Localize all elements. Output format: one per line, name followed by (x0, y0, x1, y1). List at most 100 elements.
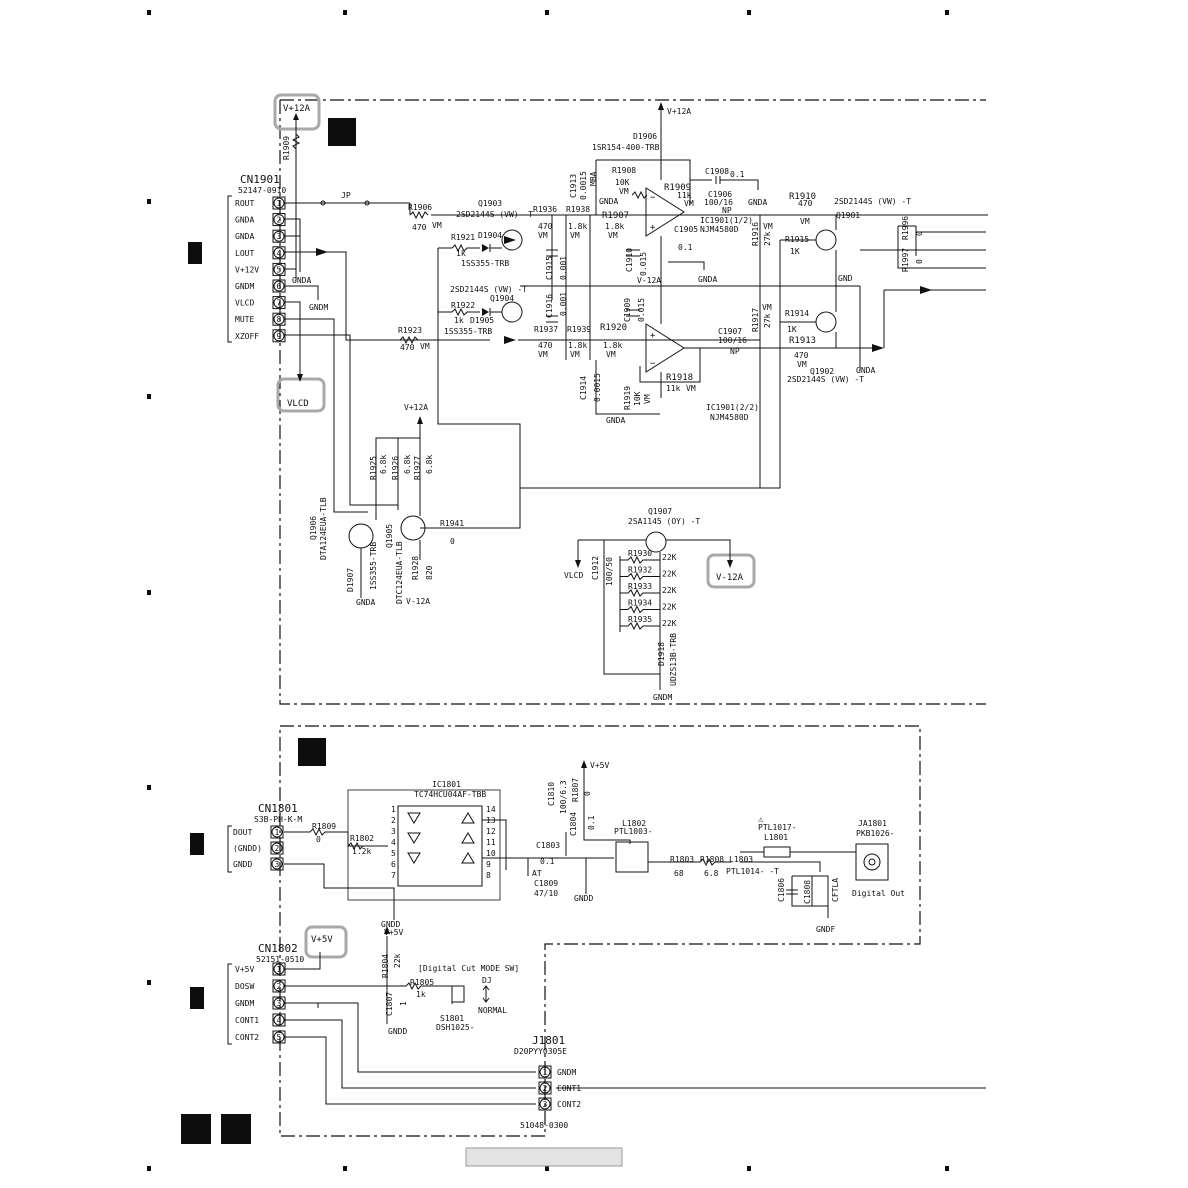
q1903-type: 2SD2144S (VW) -T (456, 210, 533, 219)
vlcd-q1907-arrow (575, 560, 581, 568)
cn1801-pin-label: DOUT (233, 828, 252, 837)
bottom-section-border (279, 725, 921, 1137)
opamp-top-plus: + (650, 223, 656, 233)
d1918-label: D1918 (657, 642, 666, 666)
cn1802-pin-label: DOSW (235, 982, 254, 991)
c1914-label: C1914 (579, 376, 588, 400)
q1905-type: DTC124EUA-TLB (395, 541, 404, 604)
cn1901-pin-label: V+12V (235, 265, 259, 274)
xzoff-wire (284, 334, 398, 506)
r1925-label: R1925 (369, 456, 378, 480)
v-12a-mute-label: V-12A (406, 597, 430, 606)
q1904-symbol (501, 301, 523, 323)
r1923-zigzag (399, 335, 419, 345)
v5-sw-arrow (384, 926, 390, 934)
ic1801-pin-number: 9 (486, 860, 491, 869)
output-stage-wires (520, 215, 872, 489)
vm-label-2: VM (420, 342, 430, 351)
r1917-label: R1917 (751, 308, 760, 332)
cn1901-pin-number: 3 (277, 232, 282, 241)
q1907-string-wires (603, 540, 661, 690)
ja1801-label: JA1801 (858, 819, 887, 828)
c1809-label: C1809 (534, 879, 558, 888)
r1906-zigzag (409, 210, 429, 220)
registration-marks (147, 10, 949, 1171)
vlcd-q1907-label: VLCD (564, 571, 583, 580)
ic1801-pin-number: 11 (486, 838, 496, 847)
r22k-resistor-value: 22K (662, 603, 677, 612)
q1904-label: Q1904 (490, 294, 514, 303)
c1803-value: 0.1 (540, 857, 555, 866)
cn1801-pin-number: 2 (275, 844, 280, 853)
cn1901-name: CN1901 (240, 173, 280, 186)
signal-arrow-4 (872, 344, 884, 352)
j1801-pin-number: 3 (543, 1100, 548, 1109)
r1805-label: R1805 (410, 978, 434, 987)
r1919-value: 10K (633, 391, 642, 406)
inverter-gate-icon (461, 812, 475, 824)
inverter-gate-icon (407, 832, 421, 844)
j1801-pin-label: GNDM (557, 1068, 576, 1077)
r1915-value: 1K (790, 247, 800, 256)
vlcd-wire (284, 301, 301, 380)
vm-r1910: VM (800, 217, 810, 226)
opamp-bottom-minus: − (650, 359, 656, 369)
top-section-border (279, 99, 986, 705)
ic1901b-label: IC1901(2/2) (706, 403, 759, 412)
vm-r1937: VM (538, 350, 548, 359)
l1801-type: PTL1017- (758, 823, 797, 832)
c1906-value: 100/16 (704, 198, 733, 207)
ic1801-pin-number: 3 (391, 827, 396, 836)
cn1801-pin-circle (271, 842, 283, 854)
ic1801-type: TC74HCU04AF-TBB (414, 790, 486, 799)
l1801-label: L1801 (764, 833, 788, 842)
cn1901-pin-box (272, 296, 286, 310)
r1907-value: 1.8k (605, 222, 624, 231)
r1809-label: R1809 (312, 822, 336, 831)
c1909-value: 0.015 (637, 298, 646, 322)
cn1802-bracket (227, 963, 232, 1045)
cn1802-pin-number: 3 (277, 999, 282, 1008)
c1914-value: 0.0015 (593, 373, 602, 402)
r1916-label: R1916 (751, 222, 760, 246)
ic1901a-type: NJM4580D (700, 225, 739, 234)
inverter-gate-icon (407, 812, 421, 824)
cn1802-pin-number: 4 (277, 1016, 282, 1025)
c1910-label: C1910 (625, 248, 634, 272)
vm-r1918: VM (686, 384, 696, 393)
c1916-value: 0.001 (559, 292, 568, 316)
ja1801-body (855, 843, 889, 881)
cont-wires (284, 1002, 986, 1105)
r1997-label: R1997 (901, 248, 910, 272)
section-marker-bottom (298, 738, 326, 766)
r1938-label: R1938 (566, 205, 590, 214)
c1905-value: 0.1 (678, 243, 693, 252)
cn1901-pin-label: GNDM (235, 282, 254, 291)
ic-output-wire (482, 819, 614, 876)
top-l-wire (409, 203, 988, 216)
r1922-label: R1922 (451, 301, 475, 310)
j1801-pin-circle (539, 1082, 551, 1094)
cn1901-pin-label: GNDA (235, 216, 254, 225)
r1914-value: 1K (787, 325, 797, 334)
ic1901a-label: IC1901(1/2) (700, 216, 753, 225)
l1802-out (648, 857, 790, 867)
r22k-resistor (620, 621, 660, 631)
r1920-value: 1.8k (603, 341, 622, 350)
ic1801-pin-number: 12 (486, 827, 496, 836)
d1907-label: D1907 (346, 568, 355, 592)
c1907-label: C1907 (718, 327, 742, 336)
r1906-value: 470 (412, 223, 427, 232)
vm-r1919: VM (643, 394, 652, 404)
r1919-label: R1919 (623, 386, 632, 410)
at-label: AT (532, 869, 542, 878)
cn1901-pin-number: 4 (277, 249, 282, 258)
vlcd-top-label: VLCD (287, 399, 309, 409)
r1807-value: 0 (583, 791, 592, 796)
cn1901-pin-number: 1 (277, 199, 282, 208)
corner-marker-1 (181, 1114, 211, 1144)
r1909-top-zigzag (291, 133, 301, 150)
dj-normal-arrow (482, 985, 490, 1003)
q1902-label: Q1902 (810, 367, 834, 376)
